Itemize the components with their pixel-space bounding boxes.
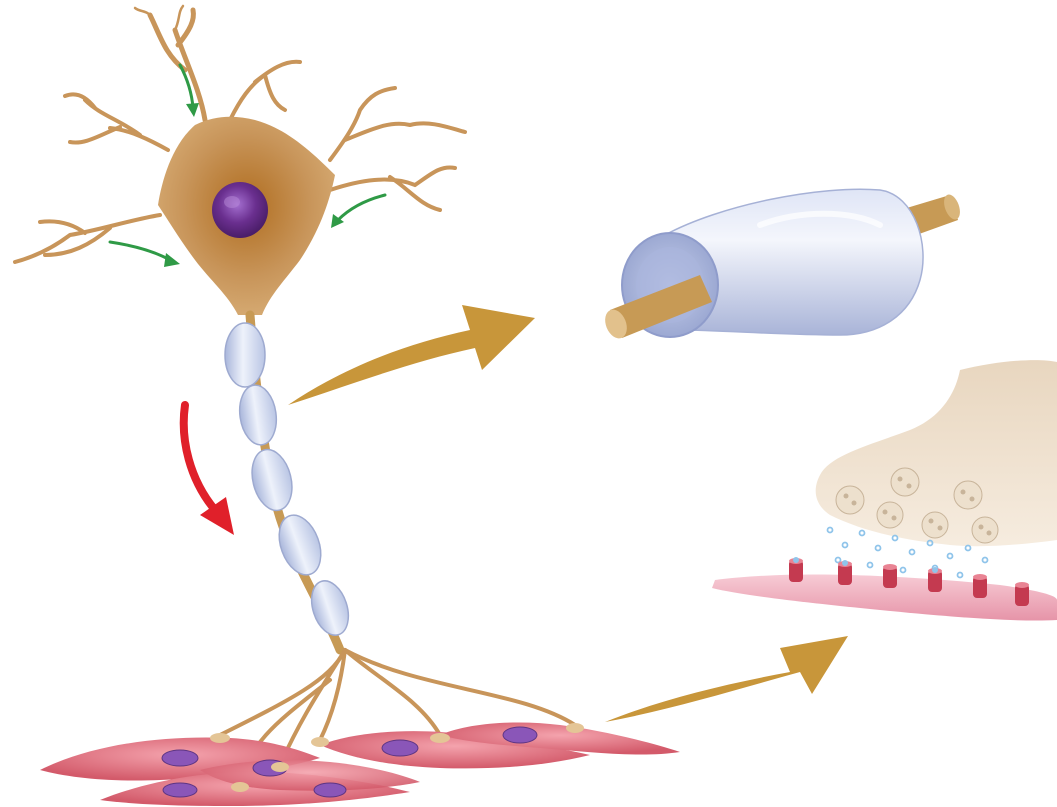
myelin-sheaths [225, 323, 355, 640]
signal-direction-arrow-icon [184, 405, 234, 535]
callout-arrow-icon [288, 305, 848, 722]
synapse [712, 360, 1057, 620]
muscle-fibers [40, 722, 680, 806]
neuron [15, 6, 575, 785]
myelinated-axon-segment [601, 189, 963, 341]
nucleus [212, 182, 268, 238]
